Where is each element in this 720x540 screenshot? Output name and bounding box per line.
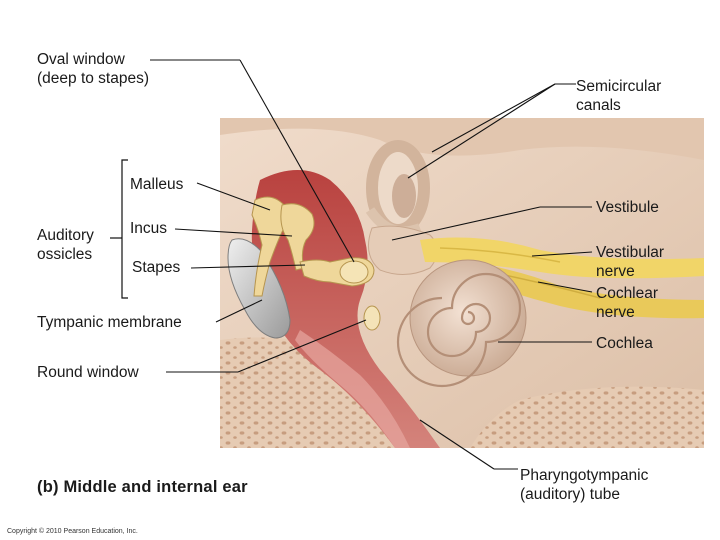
label-vestibular-nerve: Vestibular nerve <box>596 243 664 281</box>
label-auditory-ossicles: Auditory ossicles <box>37 226 94 264</box>
label-oval-window: Oval window (deep to stapes) <box>37 50 149 88</box>
label-cochlear-nerve: Cochlear nerve <box>596 284 658 322</box>
label-pharyngotympanic-tube: Pharyngotympanic (auditory) tube <box>520 466 648 504</box>
copyright-notice: Copyright © 2010 Pearson Education, Inc. <box>7 528 138 535</box>
round-window-shape <box>364 306 380 330</box>
label-tympanic-membrane: Tympanic membrane <box>37 313 182 332</box>
label-semicircular-canals: Semicircular canals <box>576 77 661 115</box>
semicircular-canals-shape <box>370 146 424 231</box>
label-vestibule: Vestibule <box>596 198 659 217</box>
label-incus: Incus <box>130 219 167 238</box>
label-cochlea: Cochlea <box>596 334 653 353</box>
figure-caption: (b) Middle and internal ear <box>37 478 248 497</box>
label-malleus: Malleus <box>130 175 183 194</box>
label-round-window: Round window <box>37 363 139 382</box>
label-stapes: Stapes <box>132 258 180 277</box>
ossicles-bracket <box>110 160 128 298</box>
